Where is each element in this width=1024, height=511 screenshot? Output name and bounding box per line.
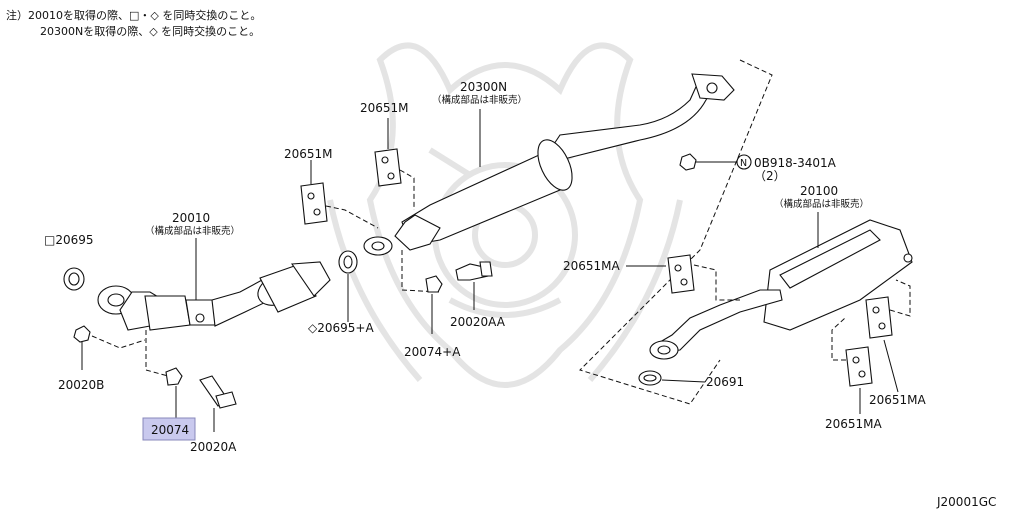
nut-20074A[interactable]	[425, 275, 443, 293]
label-20100-sub: （構成部品は非販売）	[774, 198, 869, 210]
label-20100: 20100	[800, 184, 838, 198]
leader-20691	[661, 379, 706, 383]
insulator-20651M-a[interactable]	[374, 148, 402, 187]
dashed-20651MA-c	[831, 317, 846, 361]
dashed-20074	[145, 330, 169, 377]
label-20651MA-a: 20651MA	[563, 259, 621, 273]
dashed-bound-left	[401, 250, 441, 293]
center-muffler-20300N[interactable]	[363, 73, 735, 256]
label-20300N-sub: （構成部品は非販売）	[432, 94, 527, 106]
label-20651M-a: 20651M	[360, 101, 409, 115]
label-20020B: 20020B	[58, 378, 104, 392]
gasket-20695[interactable]	[63, 267, 85, 291]
nut-20020B[interactable]	[73, 325, 91, 343]
note-line-1: 注）20010を取得の際、□・◇ を同時交換のこと。	[6, 8, 261, 22]
label-0B918-3401A: 0B918-3401A	[754, 156, 837, 170]
label-20010-sub: （構成部品は非販売）	[145, 225, 240, 237]
dashed-20651M-b	[325, 205, 379, 229]
front-tube-catalyst-20010[interactable]	[97, 261, 331, 331]
label-20695A: ◇20695+A	[308, 321, 374, 335]
stud-20020AA[interactable]	[455, 261, 493, 281]
insulator-20651MA-b[interactable]	[865, 296, 893, 339]
insulator-20651MA-a[interactable]	[667, 254, 695, 294]
leader-20651MA-b	[883, 339, 899, 393]
label-20010: 20010	[172, 211, 210, 225]
label-20020A: 20020A	[190, 440, 237, 454]
insulator-20651M-b[interactable]	[300, 182, 328, 225]
gasket-20691[interactable]	[638, 370, 662, 386]
nut-20074[interactable]	[165, 367, 183, 386]
insulator-20651MA-c[interactable]	[845, 346, 873, 387]
label-20651MA-c: 20651MA	[825, 417, 883, 431]
label-20020AA: 20020AA	[450, 315, 506, 329]
diagram-code: J20001GC	[936, 495, 996, 509]
dashed-20020B	[91, 335, 146, 349]
stud-20020A[interactable]	[199, 375, 237, 409]
main-muffler-20100[interactable]	[649, 219, 913, 360]
label-20651MA-b: 20651MA	[869, 393, 927, 407]
gasket-20695A[interactable]	[338, 250, 358, 274]
n-mark-icon	[736, 154, 752, 170]
n-mark: N	[740, 158, 747, 169]
highlight-box-20074	[142, 417, 196, 441]
label-0B918-qty: （2）	[754, 169, 786, 183]
label-20300N: 20300N	[460, 80, 507, 94]
label-20691: 20691	[706, 375, 744, 389]
label-20074[interactable]: 20074	[151, 423, 189, 437]
label-20074A: 20074+A	[404, 345, 461, 359]
nut-0B918-3401A[interactable]	[679, 153, 697, 171]
dashed-20651MA-a	[693, 264, 740, 301]
label-20651M-b: 20651M	[284, 147, 333, 161]
dashed-20651M-a	[399, 169, 415, 210]
note-line-2: 20300Nを取得の際、◇ を同時交換のこと。	[40, 24, 260, 38]
dashed-20651MA-b	[889, 279, 911, 317]
label-20695: □20695	[44, 233, 94, 247]
